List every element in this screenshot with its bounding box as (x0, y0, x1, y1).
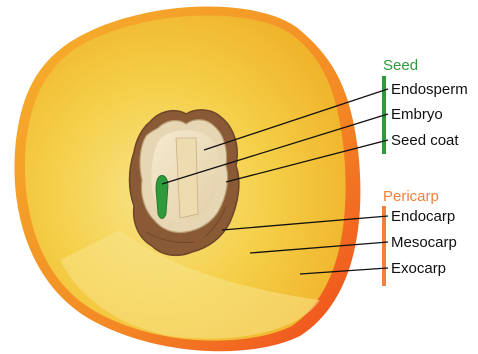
label-embryo: Embryo (391, 106, 443, 123)
label-mesocarp: Mesocarp (391, 234, 457, 251)
pericarp-group-label: Pericarp (383, 188, 439, 205)
label-exocarp: Exocarp (391, 260, 446, 277)
label-endocarp: Endocarp (391, 208, 455, 225)
pericarp-group-bar (382, 206, 386, 286)
label-endosperm: Endosperm (391, 81, 468, 98)
seed-group-label: Seed (383, 57, 418, 74)
label-seed-coat: Seed coat (391, 132, 459, 149)
embryo-shape (156, 175, 168, 218)
